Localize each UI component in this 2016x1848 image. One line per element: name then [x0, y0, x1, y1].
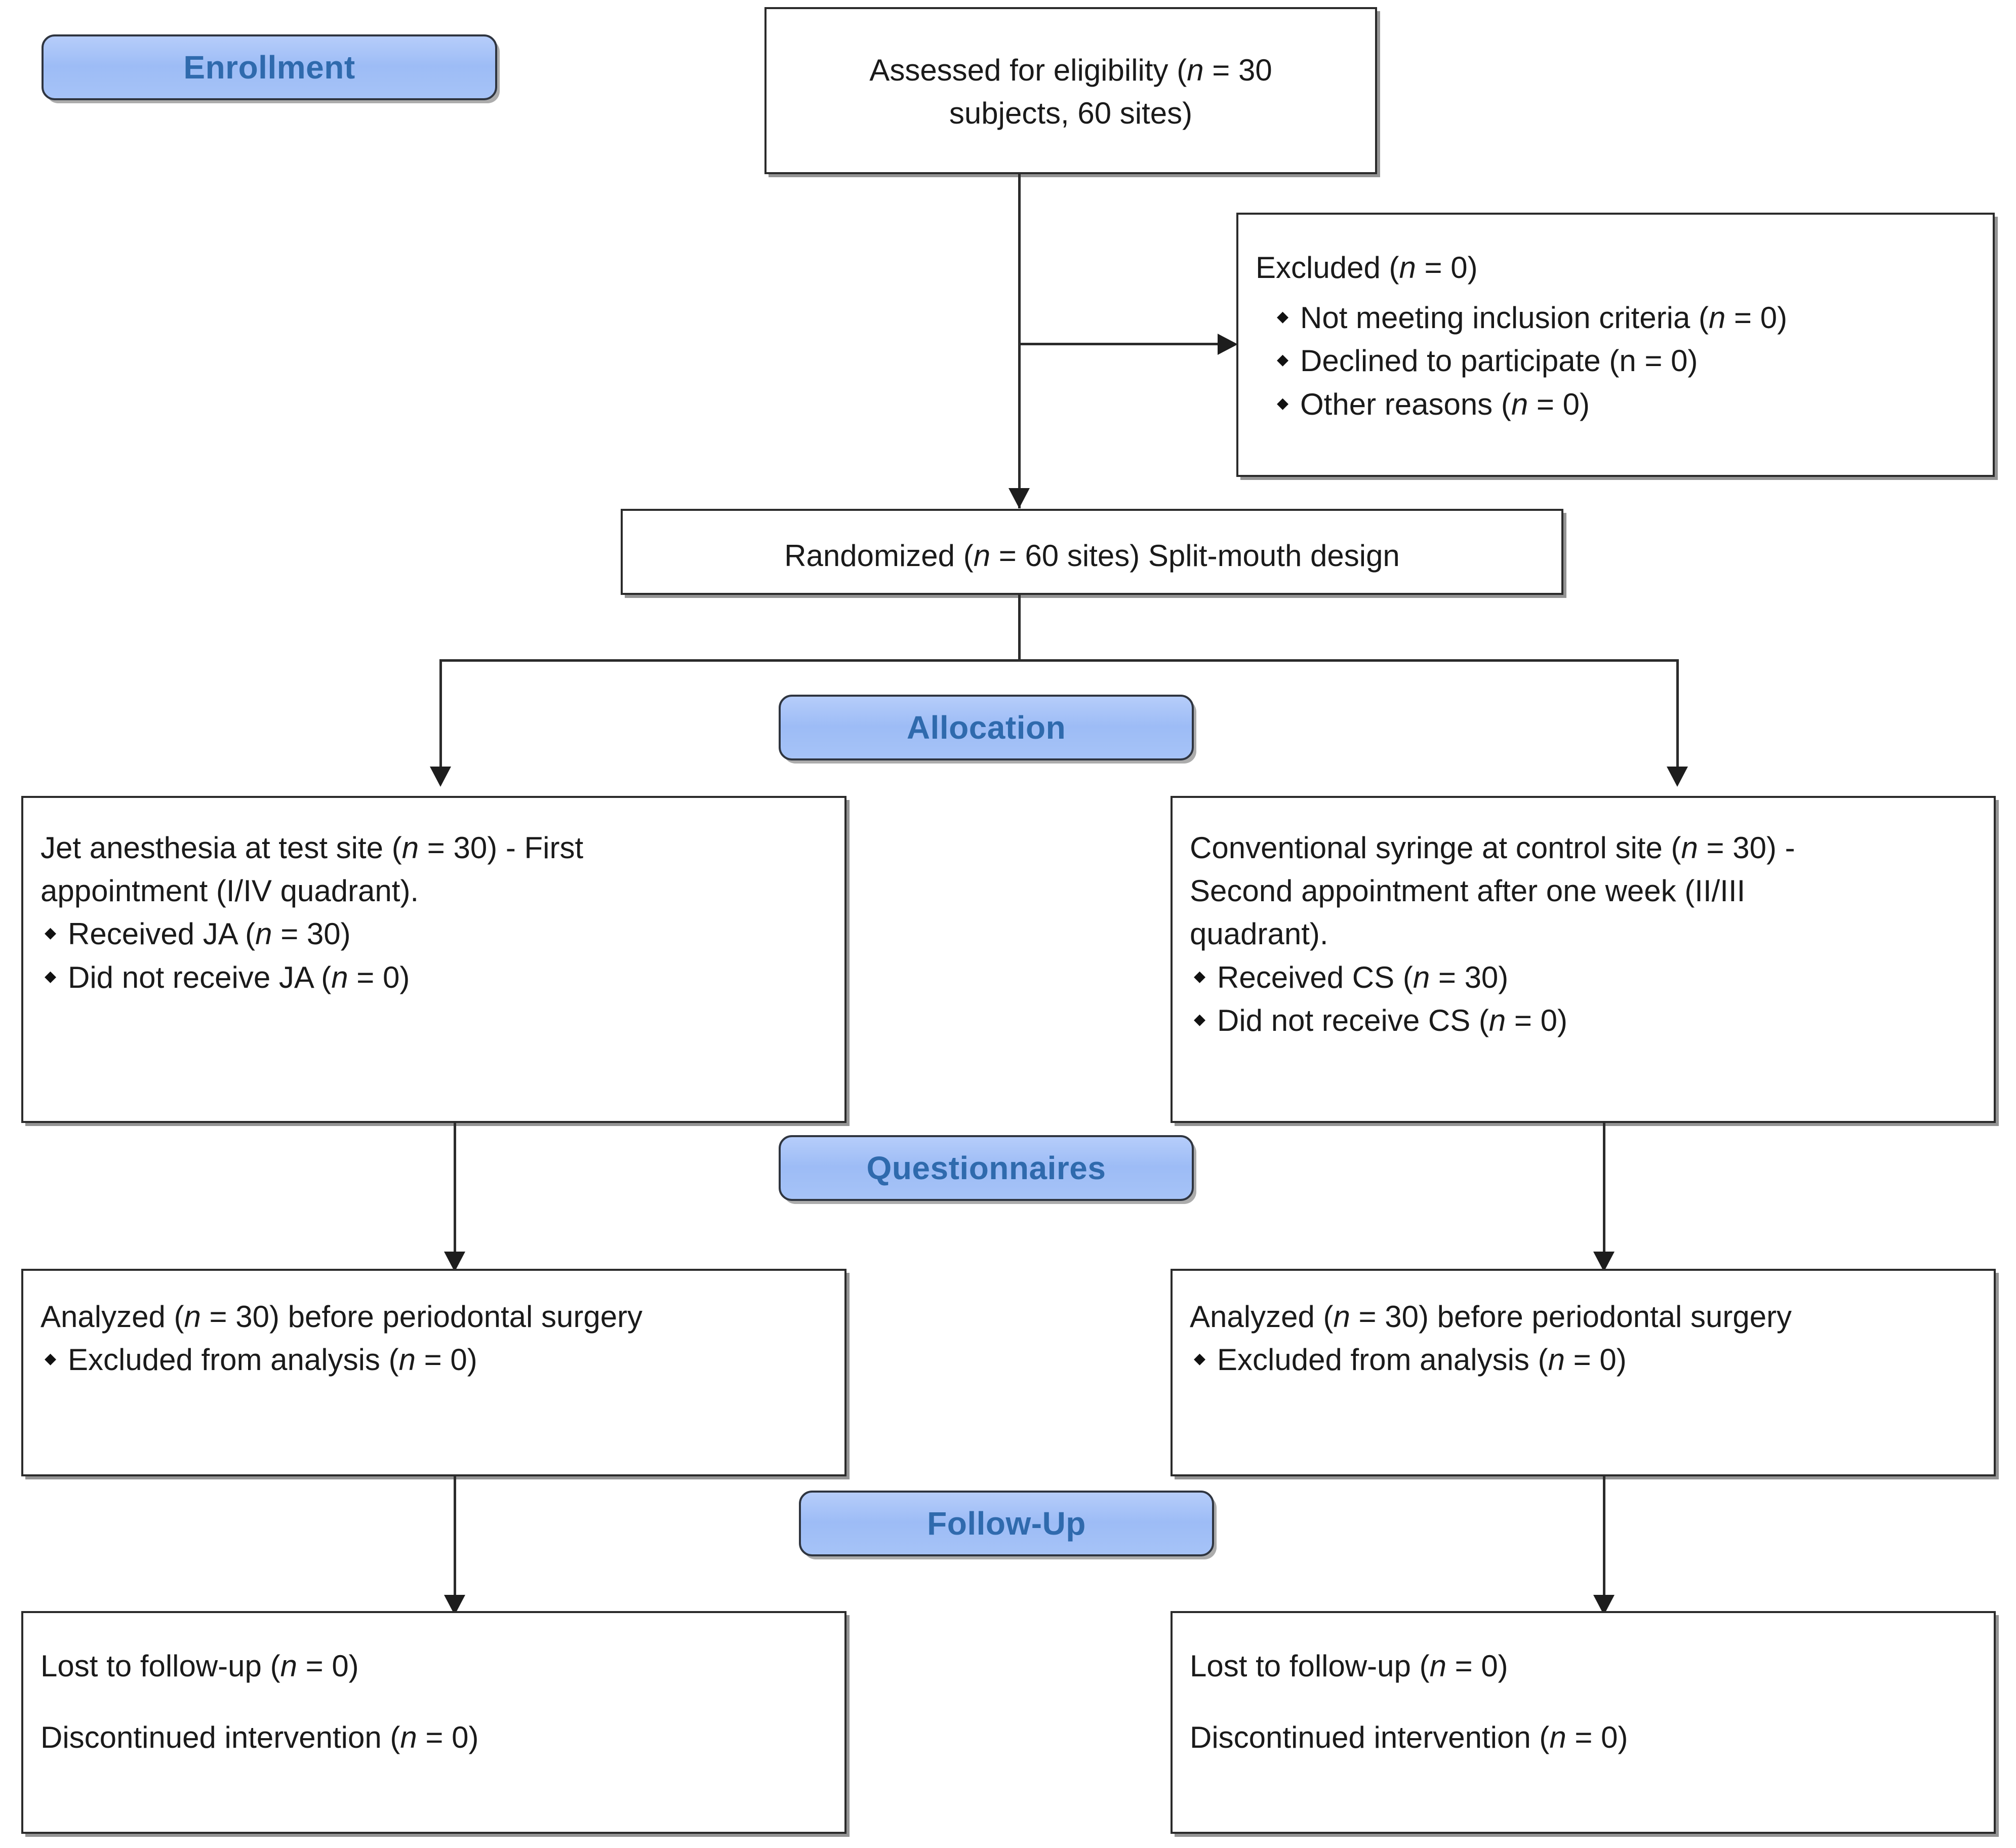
followup-right-line-1: Lost to follow-up (n = 0): [1190, 1649, 1508, 1683]
eligibility-line-2: subjects, 60 sites): [949, 96, 1193, 131]
connector-left-allocation-to-analysis: [454, 1123, 456, 1255]
connector-allocation-split-bar: [439, 659, 1679, 662]
allocation-right-line-2: Second appointment after one week (II/II…: [1190, 874, 1746, 908]
followup-left-line-1: Lost to follow-up (n = 0): [41, 1649, 359, 1683]
allocation-left-bullet-1: Did not receive JA (n = 0): [41, 956, 827, 999]
arrow-to-allocation-left: [430, 767, 451, 787]
arrow-to-randomized: [1009, 488, 1030, 508]
stage-badge-allocation: Allocation: [779, 695, 1194, 760]
connector-right-analysis-to-followup: [1603, 1476, 1605, 1598]
allocation-right-line-1: Conventional syringe at control site (n …: [1190, 831, 1795, 865]
followup-left-line-2: Discontinued intervention (n = 0): [41, 1720, 479, 1755]
connector-right-allocation-to-analysis: [1603, 1123, 1605, 1255]
randomized-line: Randomized (n = 60 sites) Split-mouth de…: [784, 539, 1400, 573]
allocation-right-box: Conventional syringe at control site (n …: [1171, 796, 1996, 1123]
analysis-left-heading: Analyzed (n = 30) before periodontal sur…: [41, 1300, 643, 1334]
followup-right-box: Lost to follow-up (n = 0) Discontinued i…: [1171, 1611, 1996, 1834]
connector-excluded-horizontal: [1018, 343, 1221, 345]
connector-left-analysis-to-followup: [454, 1476, 456, 1598]
arrow-to-allocation-right: [1667, 767, 1688, 787]
arrow-to-analysis-left: [444, 1252, 465, 1272]
allocation-left-line-1: Jet anesthesia at test site (n = 30) - F…: [41, 831, 584, 865]
followup-left-box: Lost to follow-up (n = 0) Discontinued i…: [21, 1611, 846, 1834]
excluded-heading: Excluded (n = 0): [1256, 251, 1478, 285]
allocation-left-box: Jet anesthesia at test site (n = 30) - F…: [21, 796, 846, 1123]
stage-badge-questionnaires-label: Questionnaires: [866, 1150, 1106, 1186]
allocation-right-bullet-1: Did not receive CS (n = 0): [1190, 999, 1977, 1042]
allocation-left-bullet-0: Received JA (n = 30): [41, 912, 827, 955]
analysis-left-box: Analyzed (n = 30) before periodontal sur…: [21, 1269, 846, 1476]
arrow-to-excluded: [1218, 334, 1238, 355]
analysis-right-box: Analyzed (n = 30) before periodontal sur…: [1171, 1269, 1996, 1476]
eligibility-line-1: Assessed for eligibility (n = 30: [869, 53, 1272, 87]
connector-eligibility-trunk: [1018, 174, 1021, 508]
arrow-to-analysis-right: [1593, 1252, 1615, 1272]
stage-badge-enrollment: Enrollment: [42, 34, 497, 100]
stage-badge-followup-label: Follow-Up: [927, 1505, 1086, 1542]
connector-allocation-right-drop: [1676, 659, 1679, 770]
stage-badge-questionnaires: Questionnaires: [779, 1135, 1194, 1201]
followup-right-line-2: Discontinued intervention (n = 0): [1190, 1720, 1628, 1755]
analysis-right-bullet-0: Excluded from analysis (n = 0): [1190, 1338, 1977, 1381]
analysis-right-heading: Analyzed (n = 30) before periodontal sur…: [1190, 1300, 1792, 1334]
allocation-right-bullet-0: Received CS (n = 30): [1190, 956, 1977, 999]
stage-badge-enrollment-label: Enrollment: [183, 49, 355, 86]
stage-badge-followup: Follow-Up: [799, 1491, 1214, 1556]
randomized-box: Randomized (n = 60 sites) Split-mouth de…: [621, 509, 1563, 595]
allocation-left-line-2: appointment (I/IV quadrant).: [41, 874, 419, 908]
connector-allocation-left-drop: [439, 659, 442, 770]
analysis-left-bullet-0: Excluded from analysis (n = 0): [41, 1338, 827, 1381]
excluded-bullet-1: Declined to participate (n = 0): [1256, 339, 1975, 382]
excluded-box: Excluded (n = 0) Not meeting inclusion c…: [1236, 213, 1995, 477]
excluded-bullet-2: Other reasons (n = 0): [1256, 383, 1975, 426]
excluded-bullet-0: Not meeting inclusion criteria (n = 0): [1256, 296, 1975, 339]
allocation-right-line-3: quadrant).: [1190, 917, 1328, 951]
eligibility-box: Assessed for eligibility (n = 30 subject…: [764, 7, 1377, 174]
connector-randomized-trunk: [1018, 595, 1021, 661]
stage-badge-allocation-label: Allocation: [906, 709, 1066, 746]
